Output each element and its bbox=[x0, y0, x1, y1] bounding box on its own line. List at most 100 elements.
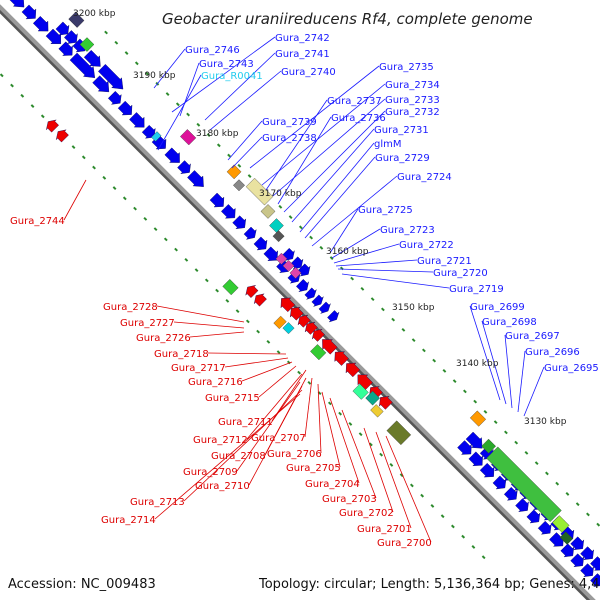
leader-line bbox=[207, 352, 287, 355]
gene-label[interactable]: Gura_2711 bbox=[218, 417, 273, 428]
gene-label[interactable]: Gura_2725 bbox=[358, 205, 413, 216]
tick-dot bbox=[204, 278, 209, 283]
gene-label[interactable]: Gura_2696 bbox=[525, 347, 580, 358]
forward-cds-arrow bbox=[253, 236, 268, 251]
gene-label[interactable]: Gura_2718 bbox=[154, 349, 209, 360]
tick-dot bbox=[266, 339, 271, 344]
gene-label[interactable]: Gura_2704 bbox=[305, 479, 360, 490]
gene-label[interactable]: Gura_2732 bbox=[385, 107, 440, 118]
tick-dot bbox=[133, 206, 137, 211]
forward-cds-arrow bbox=[221, 204, 236, 219]
gene-label[interactable]: Gura_2741 bbox=[275, 49, 330, 60]
tick-dot bbox=[360, 286, 365, 291]
gene-label[interactable]: Gura_2738 bbox=[262, 133, 317, 144]
tick-dot bbox=[409, 483, 414, 488]
leader-line bbox=[204, 52, 276, 121]
gene-label[interactable]: Gura_2700 bbox=[377, 538, 432, 549]
tick-dot bbox=[216, 143, 221, 148]
gene-label[interactable]: Gura_2707 bbox=[251, 433, 306, 444]
gene-label[interactable]: Gura_2701 bbox=[357, 524, 412, 535]
gene-label[interactable]: Gura_2713 bbox=[130, 497, 185, 508]
forward-cds-arrow bbox=[209, 192, 225, 208]
gene-label[interactable]: Gura_2739 bbox=[262, 117, 317, 128]
forward-cds-arrow bbox=[141, 124, 156, 139]
leader-line bbox=[154, 393, 301, 520]
gene-label[interactable]: Gura_2706 bbox=[267, 449, 322, 460]
gene-label[interactable]: Gura_R0041 bbox=[201, 71, 263, 82]
gene-label[interactable]: Gura_2737 bbox=[327, 96, 382, 107]
gene-label[interactable]: Gura_2726 bbox=[136, 333, 191, 344]
gene-label[interactable]: Gura_2702 bbox=[339, 508, 394, 519]
gene-label[interactable]: Gura_2722 bbox=[399, 240, 454, 251]
tick-dot bbox=[411, 338, 416, 343]
gene-label[interactable]: Gura_2734 bbox=[385, 80, 440, 91]
gene-label[interactable]: Gura_2699 bbox=[470, 302, 525, 313]
gene-label[interactable]: Gura_2708 bbox=[211, 451, 266, 462]
leader-line bbox=[224, 357, 289, 368]
gene-label[interactable]: Gura_2698 bbox=[482, 317, 537, 328]
tick-dot bbox=[534, 461, 539, 466]
forward-cds-arrow bbox=[537, 520, 552, 535]
gene-label[interactable]: Gura_2723 bbox=[380, 225, 435, 236]
gene-label[interactable]: Gura_2744 bbox=[10, 216, 65, 227]
gene-label[interactable]: Gura_2717 bbox=[171, 363, 226, 374]
tick-dot bbox=[430, 504, 435, 508]
gene-label[interactable]: Gura_2728 bbox=[103, 302, 158, 313]
rna-feature bbox=[151, 131, 162, 142]
gene-label[interactable]: Gura_2729 bbox=[375, 153, 430, 164]
cds-box-orange bbox=[273, 315, 287, 330]
cds-box-green bbox=[310, 344, 327, 361]
cds-box-khaki bbox=[245, 177, 274, 206]
gene-label[interactable]: Gura_2714 bbox=[101, 515, 156, 526]
cds-box-green-block bbox=[486, 446, 562, 523]
gene-label[interactable]: Gura_2733 bbox=[385, 95, 440, 106]
forward-cds-arrow bbox=[503, 486, 518, 501]
gene-label[interactable]: Gura_2735 bbox=[379, 62, 434, 73]
tick-dot bbox=[0, 73, 4, 78]
gene-label[interactable]: Gura_2721 bbox=[417, 256, 472, 267]
tick-dot bbox=[389, 463, 394, 467]
leader-line bbox=[249, 65, 380, 169]
gene-label[interactable]: Gura_2736 bbox=[331, 113, 386, 124]
gene-label[interactable]: Gura_2710 bbox=[195, 481, 250, 492]
gene-label[interactable]: Gura_2719 bbox=[449, 284, 504, 295]
tick-dot bbox=[256, 329, 261, 334]
gene-label[interactable]: Gura_2742 bbox=[275, 33, 330, 44]
kbp-label: 3170 kbp bbox=[259, 189, 302, 199]
gene-label[interactable]: Gura_2727 bbox=[120, 318, 175, 329]
cds-box-teal bbox=[365, 390, 380, 406]
rna-feature bbox=[282, 322, 295, 335]
gene-label[interactable]: Gura_2697 bbox=[505, 331, 560, 342]
cds-box-yellow bbox=[370, 404, 384, 418]
gene-label[interactable]: Gura_2705 bbox=[286, 463, 341, 474]
gene-labels[interactable]: Gura_2746Gura_2742Gura_2743Gura_R0041Gur… bbox=[10, 33, 599, 549]
tick-dot bbox=[225, 298, 230, 303]
gene-label[interactable]: Gura_2715 bbox=[205, 393, 260, 404]
gene-label[interactable]: Gura_2712 bbox=[193, 435, 248, 446]
tick-dot bbox=[206, 133, 211, 137]
gene-label[interactable]: Gura_2709 bbox=[183, 467, 238, 478]
gene-label[interactable]: Gura_2740 bbox=[281, 67, 336, 78]
gene-label[interactable]: Gura_2743 bbox=[199, 59, 254, 70]
gene-label[interactable]: glmM bbox=[374, 139, 402, 150]
leader-line bbox=[246, 373, 303, 440]
forward-cds-box bbox=[282, 259, 295, 272]
tick-dot bbox=[391, 317, 396, 322]
gene-label[interactable]: Gura_2703 bbox=[322, 494, 377, 505]
tick-dot bbox=[20, 93, 25, 98]
gene-label[interactable]: Gura_2724 bbox=[397, 172, 452, 183]
tick-dot bbox=[450, 524, 455, 529]
gene-label[interactable]: Gura_2695 bbox=[544, 363, 599, 374]
map-title: Geobacter uraniireducens Rf4, complete g… bbox=[162, 10, 533, 28]
gene-label[interactable]: Gura_2731 bbox=[374, 125, 429, 136]
leader-line bbox=[304, 156, 376, 239]
gene-label[interactable]: Gura_2716 bbox=[188, 377, 243, 388]
tick-dot bbox=[175, 102, 180, 107]
topology-text: Topology: circular; Length: 5,136,364 bp… bbox=[258, 577, 600, 592]
forward-cds-arrow bbox=[327, 310, 340, 323]
tick-dot bbox=[401, 327, 406, 332]
gene-label[interactable]: Gura_2720 bbox=[433, 268, 488, 279]
gene-label[interactable]: Gura_2746 bbox=[185, 45, 240, 56]
tick-dot bbox=[186, 112, 190, 117]
